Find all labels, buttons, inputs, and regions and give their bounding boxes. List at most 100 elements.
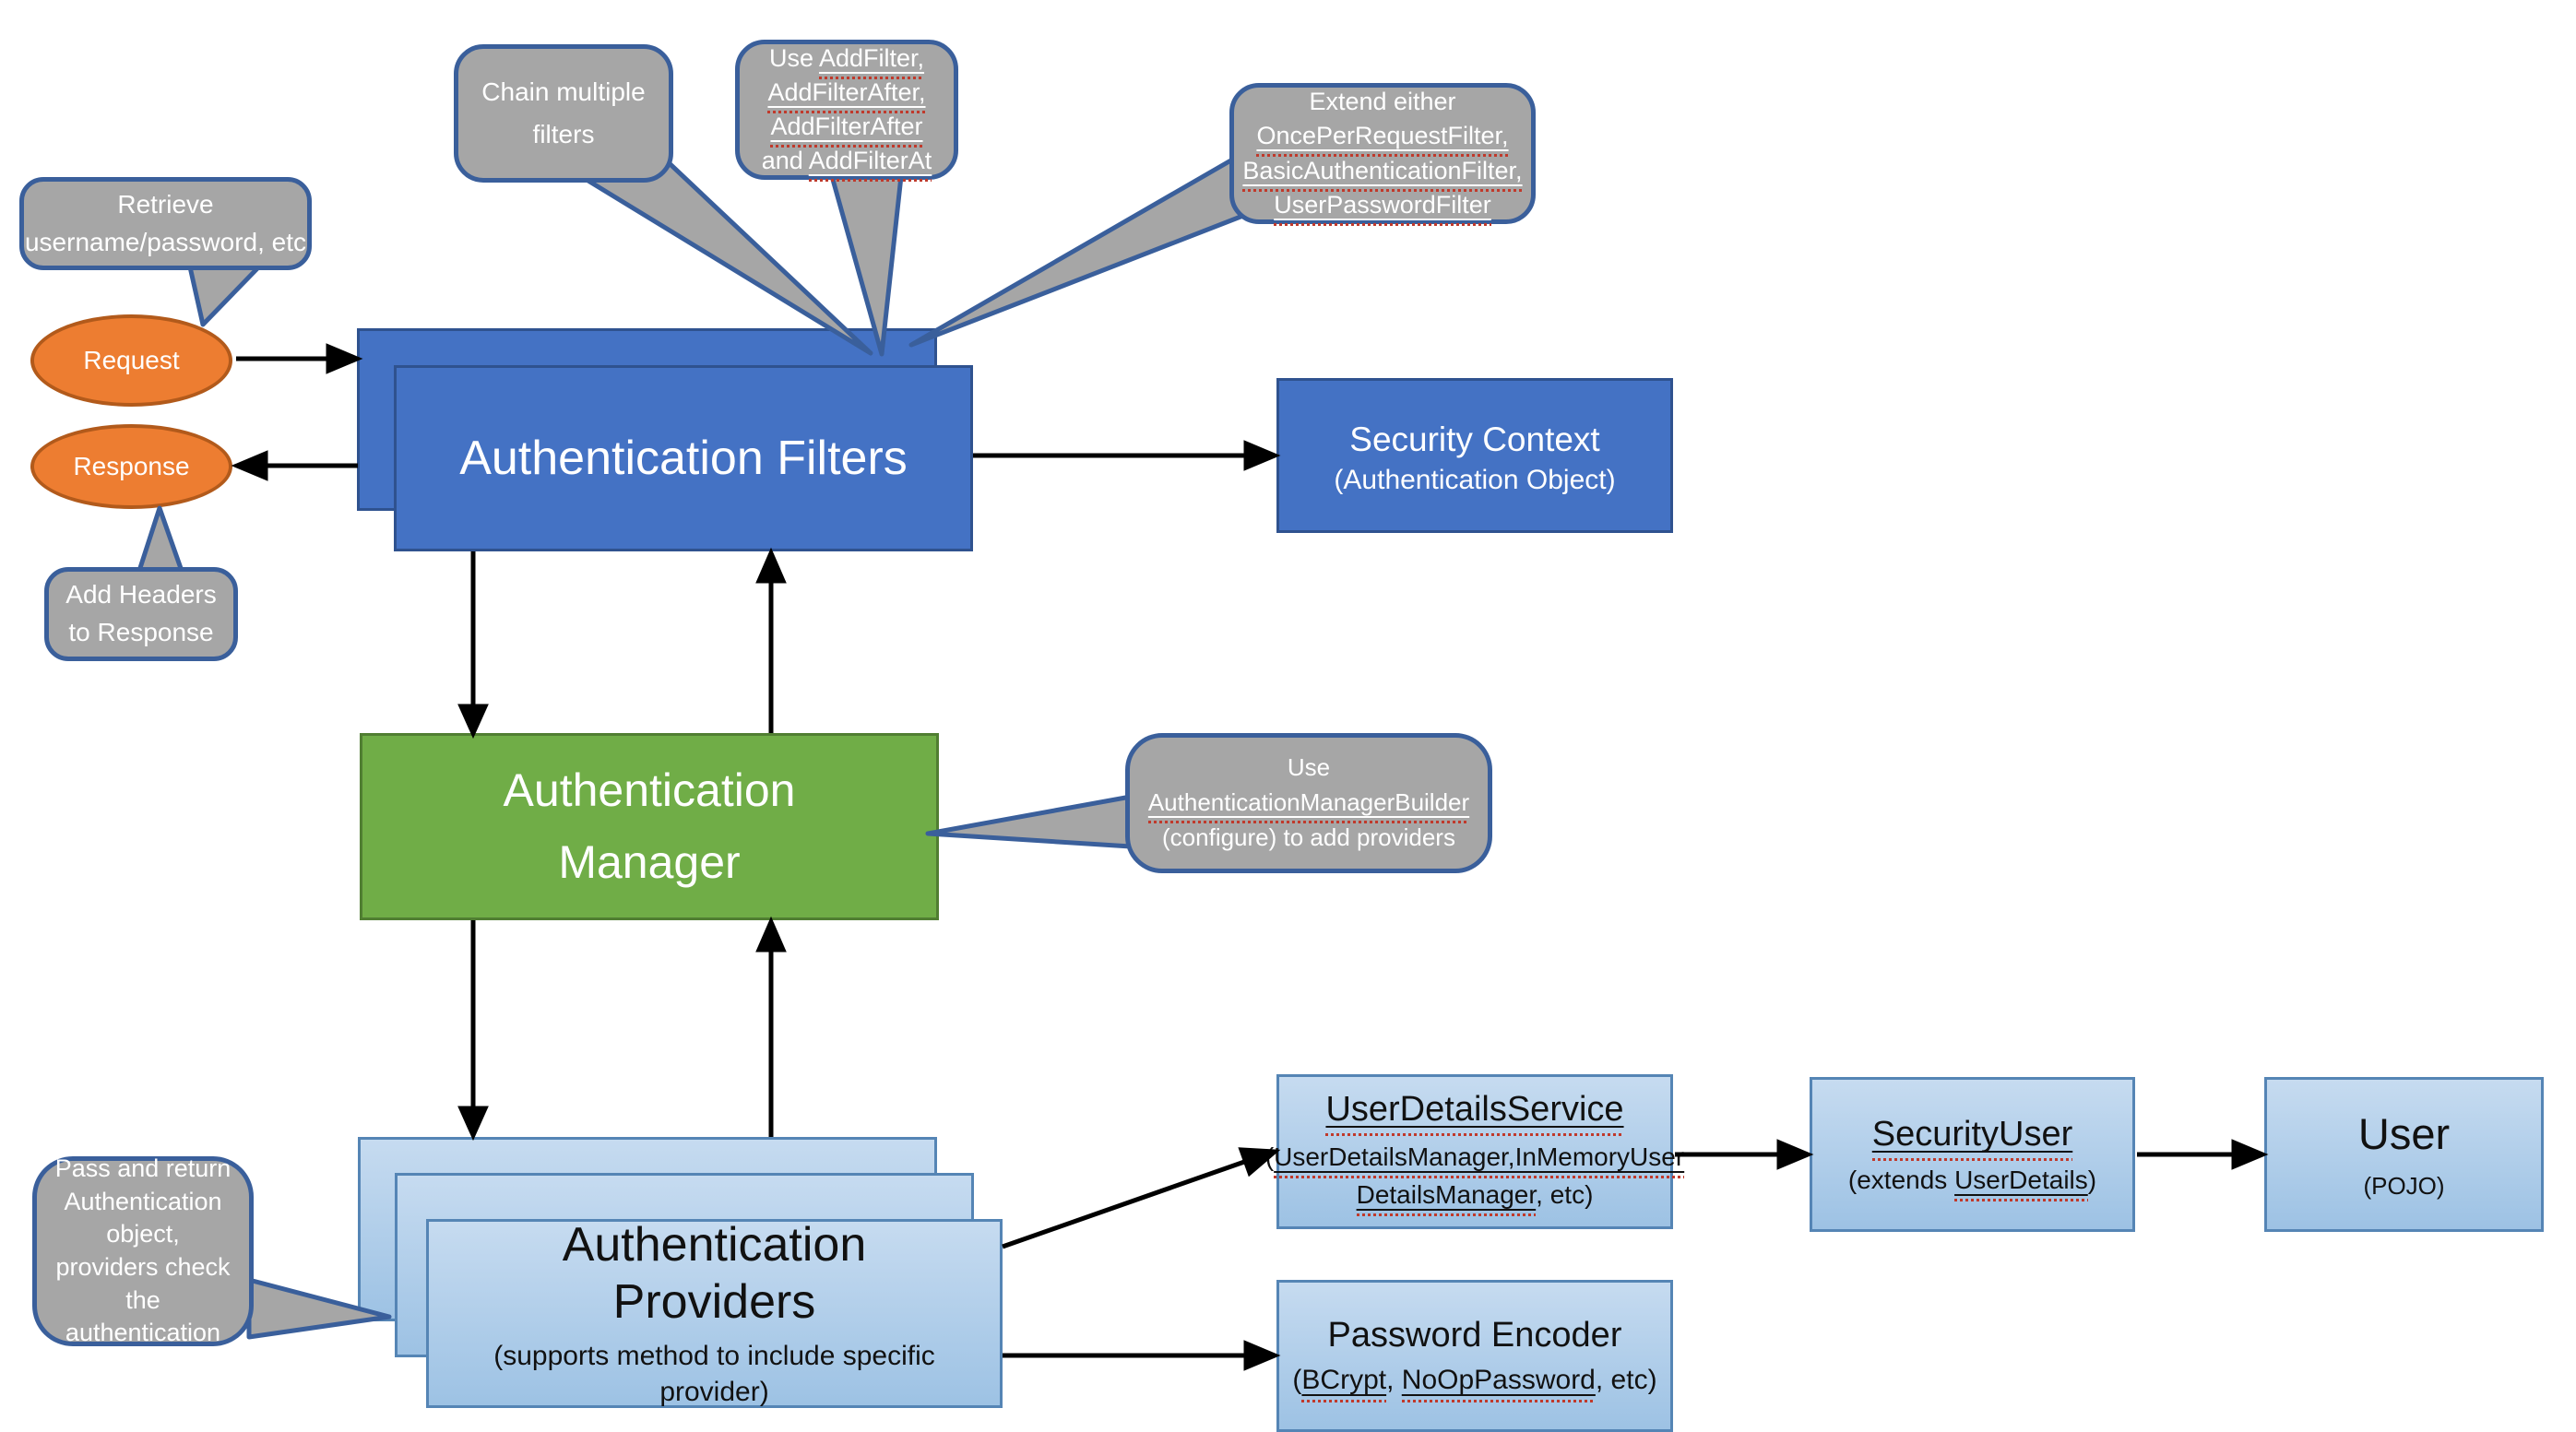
extend-callout-line1: Extend either bbox=[1309, 88, 1456, 115]
security-user-title-text: SecurityUser bbox=[1871, 1114, 2073, 1161]
addfilter-callout-line2: AddFilterAfter, bbox=[767, 76, 926, 113]
security-user-title: SecurityUser bbox=[1871, 1114, 2073, 1161]
uds-subtitle-line1: (UserDetailsManager,InMemoryUser bbox=[1265, 1139, 1685, 1178]
arrow-request-to-filters bbox=[236, 343, 363, 374]
response-label: Response bbox=[73, 452, 190, 480]
auth-filters-title: Authentication Filters bbox=[459, 432, 908, 485]
security-user-subtitle: (extends UserDetails) bbox=[1847, 1165, 2097, 1201]
auth-providers-box: Authentication Providers (supports metho… bbox=[426, 1218, 1003, 1410]
arrow-userdetailsservice-to-securityuser bbox=[1675, 1139, 1814, 1170]
pass-callout-line5: the bbox=[125, 1285, 160, 1314]
su-sub-prefix: (extends bbox=[1847, 1165, 1955, 1194]
auth-manager-title-line2: Manager bbox=[558, 835, 741, 888]
retrieve-callout-tail bbox=[186, 260, 266, 327]
arrow-manager-to-providers bbox=[457, 920, 489, 1142]
auth-manager-title-line1: Authentication bbox=[503, 764, 796, 816]
addfilter-line3-code: AddFilterAfter bbox=[770, 112, 923, 148]
password-encoder-title: Password Encoder bbox=[1327, 1316, 1622, 1355]
user-details-service-title: UserDetailsService bbox=[1325, 1089, 1624, 1136]
retrieve-callout-line2: username/password, etc bbox=[24, 227, 307, 256]
chain-multiple-filters-callout: Chain multiple filters bbox=[454, 44, 673, 183]
pass-callout-line3: object, bbox=[106, 1220, 180, 1249]
builder-line2-code: AuthenticationManagerBuilder bbox=[1147, 788, 1470, 824]
pwd-sub-mid: , bbox=[1386, 1365, 1402, 1395]
auth-filters-box: Authentication Filters bbox=[394, 365, 973, 551]
retrieve-credentials-callout: Retrieve username/password, etc bbox=[19, 177, 312, 270]
auth-providers-subtitle-line1: (supports method to include specific bbox=[493, 1340, 935, 1371]
uds-sub-close: , etc) bbox=[1536, 1179, 1594, 1209]
extend-callout-tail bbox=[908, 156, 1255, 348]
extend-callout-line2: OncePerRequestFilter, bbox=[1256, 119, 1509, 158]
uds-subtitle-line2: DetailsManager, etc) bbox=[1265, 1177, 1684, 1216]
addfilter-line4-prefix: and bbox=[761, 147, 809, 175]
user-details-service-title-text: UserDetailsService bbox=[1325, 1089, 1624, 1136]
user-details-service-subtitle: (UserDetailsManager,InMemoryUser Details… bbox=[1265, 1139, 1685, 1216]
uds-sub-code2: DetailsManager bbox=[1356, 1179, 1537, 1216]
security-context-subtitle: (Authentication Object) bbox=[1334, 464, 1616, 495]
arrow-providers-to-userdetailsservice bbox=[1002, 1147, 1281, 1249]
request-label: Request bbox=[83, 346, 180, 374]
pass-callout-line6: authentication bbox=[65, 1319, 221, 1347]
arrow-filters-to-manager bbox=[457, 551, 489, 740]
arrows bbox=[231, 343, 2269, 1371]
pwd-sub-close: , etc) bbox=[1595, 1365, 1657, 1395]
chain-callout-line1: Chain multiple bbox=[481, 77, 646, 106]
arrow-providers-to-manager bbox=[755, 916, 787, 1137]
addfilter-callout-line3: AddFilterAfter bbox=[770, 110, 923, 148]
security-user-box: SecurityUser (extends UserDetails) bbox=[1810, 1077, 2135, 1232]
user-title: User bbox=[2357, 1109, 2451, 1158]
addfilter-line1-code: AddFilter, bbox=[818, 43, 925, 79]
chain-callout-tail bbox=[576, 152, 873, 356]
managerbuilder-callout-tail bbox=[925, 794, 1134, 849]
extend-line4-code: UserPasswordFilter bbox=[1274, 190, 1491, 226]
uds-sub-code1: UserDetailsManager,InMemoryUser bbox=[1274, 1142, 1685, 1178]
retrieve-callout-line1: Retrieve bbox=[117, 189, 214, 219]
su-sub-code: UserDetails bbox=[1954, 1165, 2088, 1201]
pass-callout-line1: Pass and return bbox=[54, 1154, 231, 1183]
arrow-manager-to-filters bbox=[755, 547, 787, 733]
addfilter-line4-code: AddFilterAt bbox=[808, 147, 932, 183]
extend-line3-code: BasicAuthenticationFilter, bbox=[1242, 156, 1523, 192]
builder-callout-line2: AuthenticationManagerBuilder bbox=[1147, 786, 1470, 824]
arrow-filters-to-response bbox=[231, 450, 358, 481]
security-context-title: Security Context bbox=[1349, 420, 1600, 459]
auth-providers-title-line1: Authentication bbox=[562, 1218, 867, 1272]
response-ellipse: Response bbox=[30, 424, 232, 509]
addheaders-callout-tail bbox=[136, 505, 185, 576]
chain-callout-line2: filters bbox=[532, 120, 595, 148]
arrow-filters-to-security-context bbox=[973, 440, 1281, 471]
pass-return-callout: Pass and return Authentication object, p… bbox=[32, 1154, 254, 1346]
pass-callout-line4: providers check bbox=[55, 1253, 231, 1281]
addheaders-callout-line1: Add Headers bbox=[65, 580, 217, 609]
extend-callout-line3: BasicAuthenticationFilter, bbox=[1242, 154, 1523, 192]
extend-callout-line4: UserPasswordFilter bbox=[1274, 188, 1491, 226]
use-addfilter-callout: Use AddFilter, AddFilterAfter, AddFilter… bbox=[735, 40, 958, 183]
security-context-box: Security Context (Authentication Object) bbox=[1276, 378, 1673, 533]
auth-providers-subtitle: (supports method to include specific pro… bbox=[493, 1338, 935, 1410]
pwd-sub-code2: NoOpPassword bbox=[1401, 1365, 1596, 1402]
builder-callout-line3: (configure) to add providers bbox=[1162, 823, 1455, 851]
callout-tails bbox=[136, 152, 1255, 1340]
user-subtitle: (POJO) bbox=[2363, 1172, 2445, 1200]
addfilter-line1-prefix: Use bbox=[768, 43, 819, 72]
password-encoder-subtitle: (BCrypt, NoOpPassword, etc) bbox=[1292, 1365, 1657, 1402]
addheaders-callout-line2: to Response bbox=[68, 618, 214, 646]
user-box: User (POJO) bbox=[2264, 1077, 2544, 1232]
addfilter-callout-line1: Use AddFilter, bbox=[768, 41, 925, 79]
user-details-service-box: UserDetailsService (UserDetailsManager,I… bbox=[1265, 1074, 1685, 1229]
auth-providers-subtitle-line2: provider) bbox=[659, 1376, 769, 1407]
extend-filter-callout: Extend either OncePerRequestFilter, Basi… bbox=[1229, 83, 1536, 226]
arrow-providers-to-passwordencoder bbox=[1003, 1340, 1281, 1371]
addfilter-line2-code: AddFilterAfter, bbox=[767, 77, 926, 113]
manager-builder-callout: Use AuthenticationManagerBuilder (config… bbox=[1125, 733, 1492, 873]
request-ellipse: Request bbox=[30, 314, 232, 407]
su-sub-close: ) bbox=[2087, 1165, 2097, 1194]
pwd-sub-code1: BCrypt bbox=[1301, 1365, 1387, 1402]
auth-providers-title-line2: Providers bbox=[612, 1274, 816, 1329]
pwd-sub-open: ( bbox=[1292, 1365, 1302, 1395]
passreturn-callout-tail bbox=[246, 1277, 392, 1340]
password-encoder-box: Password Encoder (BCrypt, NoOpPassword, … bbox=[1276, 1280, 1673, 1432]
